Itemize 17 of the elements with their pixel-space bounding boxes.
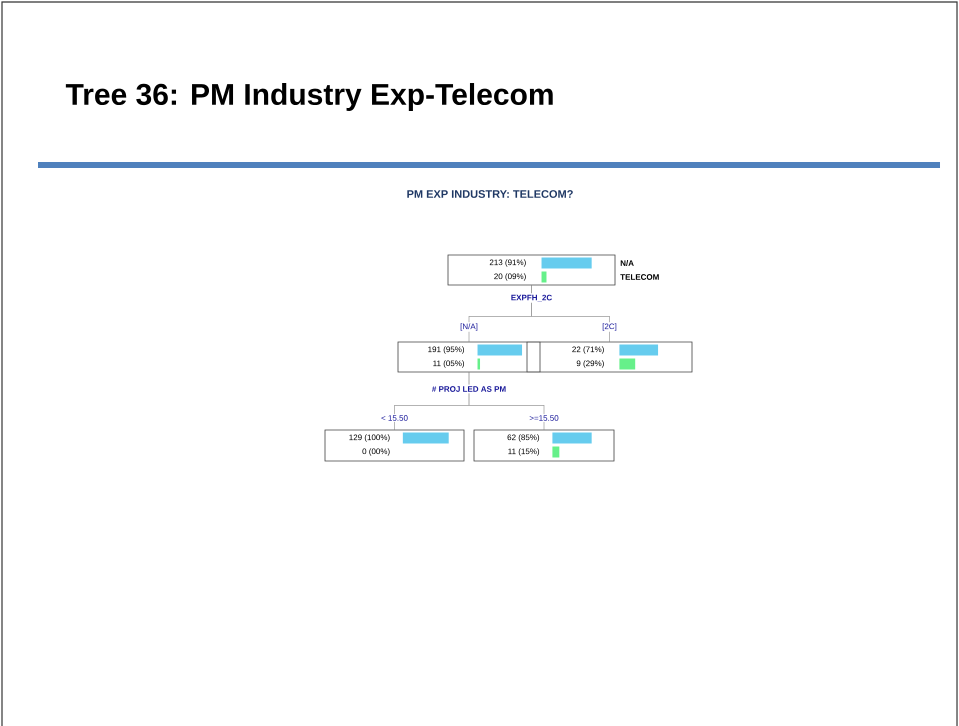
split-label: EXPFH_2C (509, 293, 554, 303)
class-label: N/A (620, 260, 634, 266)
tree-node-box: 213 (91%) 20 (09%) (448, 254, 616, 286)
tree-branch (468, 372, 544, 430)
tree-heading: PM EXP INDUSTRY: TELECOM? (407, 190, 573, 198)
tree-node-box: 129 (100%) 0 (00%) (324, 430, 464, 462)
tree-branch (531, 285, 610, 342)
edge-label: [N/A] (460, 323, 478, 331)
tree-node-box: 62 (85%) 11 (15%) (474, 430, 614, 462)
split-label: # PROJ LED AS PM (430, 384, 508, 394)
slide-title: Tree 36: PM Industry Exp-Telecom (66, 83, 553, 111)
edge-label: < 15.50 (381, 415, 408, 421)
edge-label: >=15.50 (530, 415, 558, 421)
class-label: TELECOM (620, 274, 659, 280)
tree-node-box: 22 (71%) 9 (29%) (526, 342, 692, 372)
edge-label: [2C] (602, 323, 616, 331)
tree-node-box: 191 (95%) 11 (05%) (398, 342, 540, 372)
